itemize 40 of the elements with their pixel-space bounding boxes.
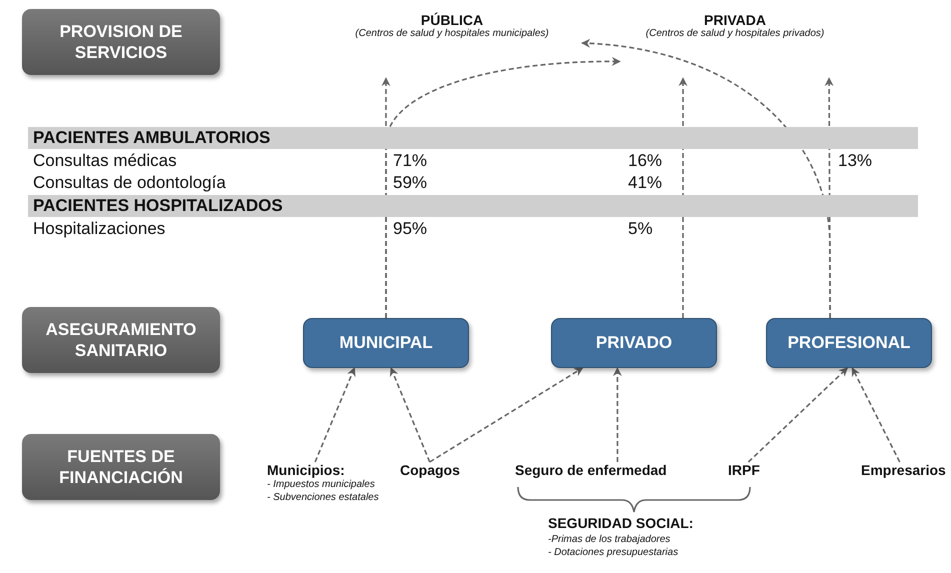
note-text: - Dotaciones presupuestarias xyxy=(548,546,678,559)
table-cell: Consultas de odontología xyxy=(33,172,226,194)
insurance-box: PROFESIONAL xyxy=(766,318,932,368)
insurance-box: MUNICIPAL xyxy=(303,318,469,368)
dashed-arrow xyxy=(852,367,900,462)
category-box: ASEGURAMIENTO SANITARIO xyxy=(22,307,220,373)
table-cell: Consultas médicas xyxy=(33,150,177,172)
dashed-arrow xyxy=(314,367,356,462)
table-cell: 13% xyxy=(838,150,872,172)
dashed-arrow xyxy=(612,367,622,462)
table-cell: 59% xyxy=(393,172,428,194)
category-box: FUENTES DE FINANCIACIÓN xyxy=(22,434,220,500)
table-cell: 16% xyxy=(628,150,662,172)
table-cell: 5% xyxy=(628,218,653,240)
dashed-arrow xyxy=(581,39,831,318)
heading: PRIVADA xyxy=(704,12,766,28)
sub-text: - Impuestos municipales xyxy=(267,478,375,491)
sub-text: (Centros de salud y hospitales privados) xyxy=(646,28,824,39)
insurance-box: PRIVADO xyxy=(551,318,717,368)
dashed-arrow xyxy=(390,367,430,462)
dashed-arrow xyxy=(429,367,584,463)
section-header: PACIENTES HOSPITALIZADOS xyxy=(28,195,918,217)
group-heading: SEGURIDAD SOCIAL: xyxy=(548,514,694,532)
category-box: PROVISION DE SERVICIOS xyxy=(22,9,220,75)
dashed-arrow xyxy=(748,367,848,463)
heading: Seguro de enfermedad xyxy=(515,462,667,478)
note-text: -Primas de los trabajadores xyxy=(548,533,670,546)
sub-text: (Centros de salud y hospitales municipales) xyxy=(355,28,549,39)
heading: IRPF xyxy=(728,462,760,478)
heading: PÚBLICA xyxy=(420,12,484,28)
section-header: PACIENTES AMBULATORIOS xyxy=(28,127,918,149)
heading: Empresarios xyxy=(861,462,946,478)
table-cell: 95% xyxy=(393,218,428,240)
heading: Copagos xyxy=(400,462,460,478)
table-cell: 41% xyxy=(628,172,662,194)
sub-text: - Subvenciones estatales xyxy=(267,491,379,504)
table-cell: Hospitalizaciones xyxy=(33,218,166,240)
dashed-arrow xyxy=(385,57,621,318)
heading: Municipios: xyxy=(267,462,345,478)
table-cell: 71% xyxy=(393,150,428,172)
